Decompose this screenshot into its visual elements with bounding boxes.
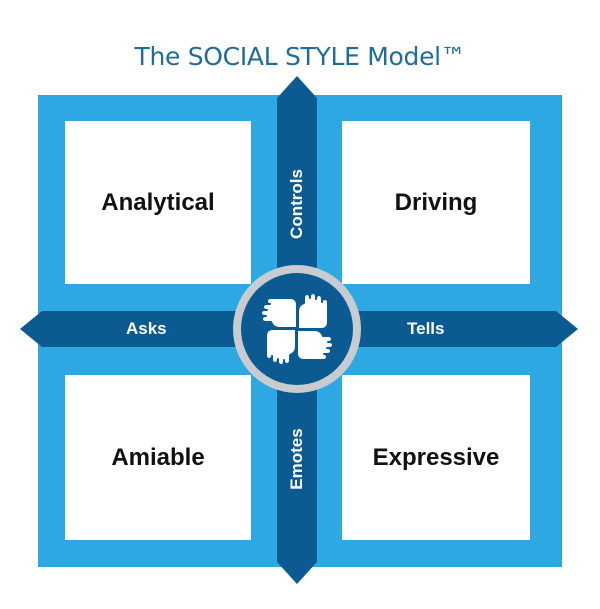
axis-label-asks: Asks: [126, 319, 167, 338]
joined-hands-icon: [260, 292, 334, 366]
quadrant-amiable-label: Amiable: [111, 443, 205, 471]
quadrant-expressive-label: Expressive: [372, 443, 500, 471]
quadrant-analytical: Analytical: [65, 121, 251, 284]
diagram-title: The SOCIAL STYLE Model™: [134, 42, 466, 71]
axis-label-controls: Controls: [287, 169, 306, 239]
axis-label-tells: Tells: [407, 319, 445, 338]
quadrant-driving: Driving: [342, 121, 530, 284]
quadrant-amiable: Amiable: [65, 375, 251, 540]
quadrant-expressive: Expressive: [342, 375, 530, 540]
quadrant-driving-label: Driving: [394, 188, 478, 216]
quadrant-analytical-label: Analytical: [101, 188, 215, 216]
axis-label-emotes: Emotes: [287, 428, 306, 490]
